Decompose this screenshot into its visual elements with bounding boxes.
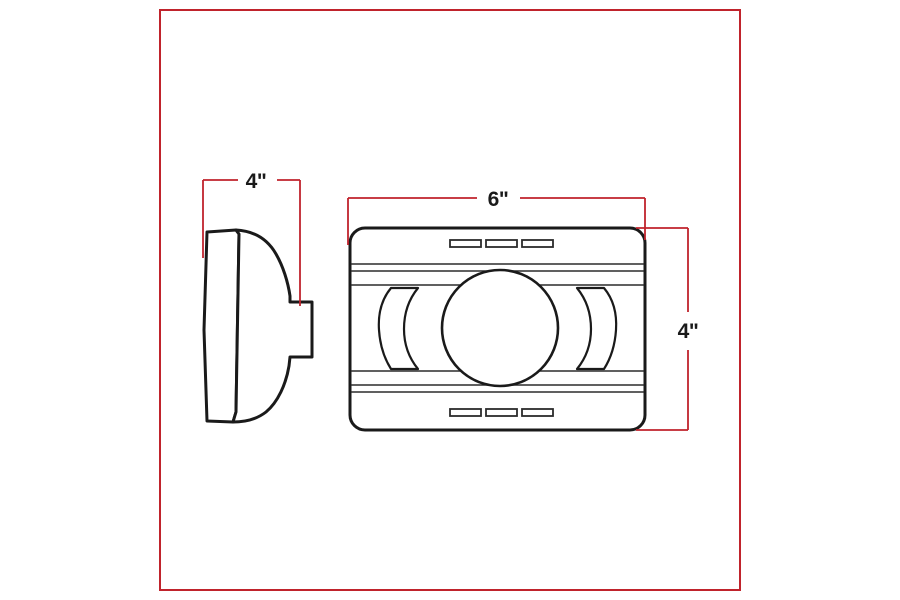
bottom-vent-slots [449,408,554,417]
vent-slot [521,239,554,248]
side-back-plate [202,228,241,424]
vent-slot [521,408,554,417]
side-front-dome [231,228,314,424]
center-circle-lens [440,268,560,388]
front-face-view [348,226,647,432]
dimension-front-height: 4" [636,227,699,431]
right-crescent-lens [575,286,618,371]
side-profile-view [202,228,314,424]
dimension-side-depth: 4" [202,170,301,306]
dimension-label-side-depth: 4" [246,170,267,193]
vent-slot [485,408,518,417]
vent-slot [485,239,518,248]
top-vent-slots [449,239,554,248]
dimension-label-front-height: 4" [678,320,699,343]
left-crescent-lens [377,286,420,371]
dimension-front-width: 6" [347,188,646,245]
vent-slot [449,239,482,248]
dimension-label-front-width: 6" [488,188,509,211]
outer-border-frame [159,9,741,591]
vent-slot [449,408,482,417]
